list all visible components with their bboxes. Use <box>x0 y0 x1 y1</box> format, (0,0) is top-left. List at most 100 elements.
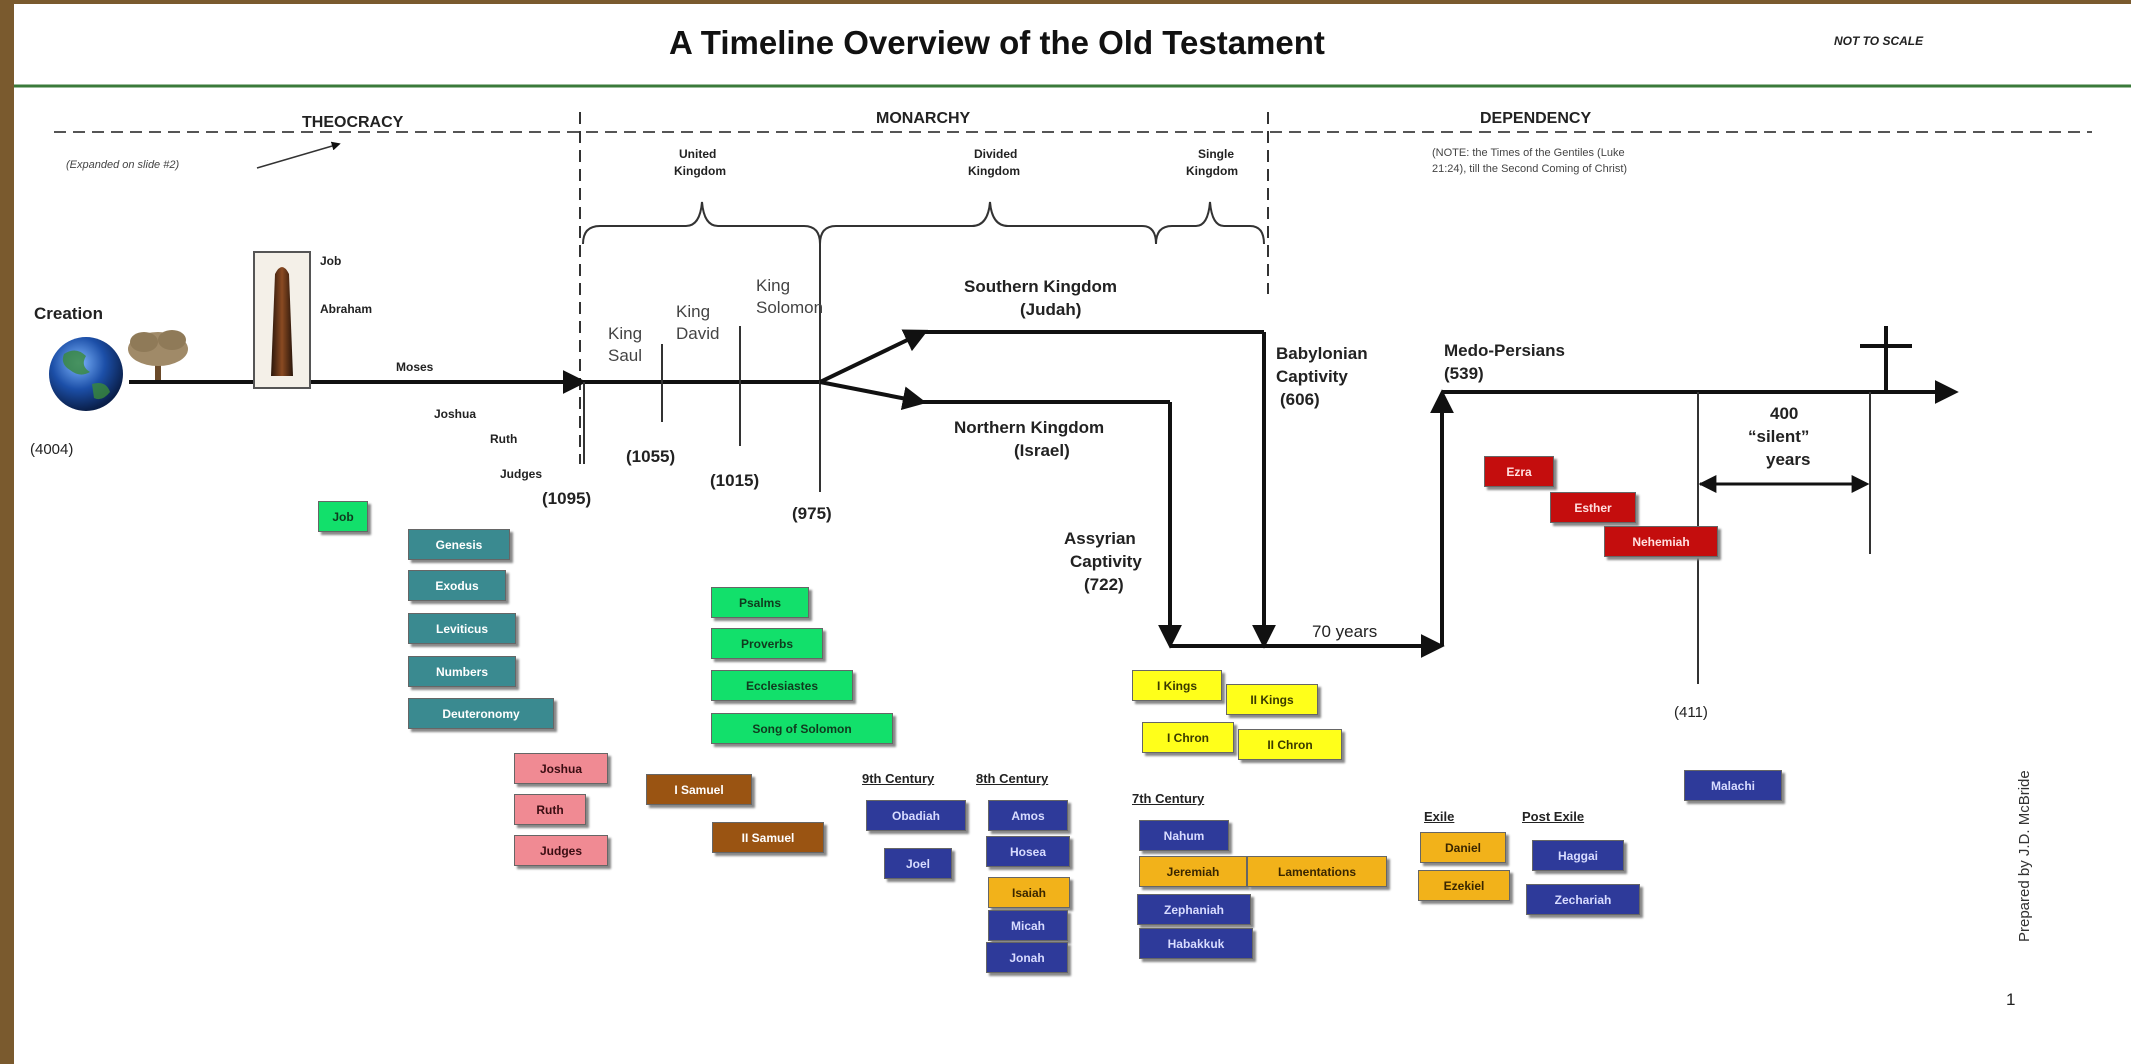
babylonian-captivity-2: Captivity <box>1276 367 1348 386</box>
credit-text: Prepared by J.D. McBride <box>2016 770 2033 942</box>
united-kingdom-label-2: Kingdom <box>674 164 726 178</box>
divided-kingdom-brace <box>819 201 1157 245</box>
book-haggai: Haggai <box>1532 840 1624 871</box>
divided-kingdom-label-2: Kingdom <box>968 164 1020 178</box>
dependency-note-2: 21:24), till the Second Coming of Christ… <box>1432 163 1628 175</box>
earth-icon <box>49 337 123 411</box>
silent-years-1: 400 <box>1770 404 1799 423</box>
book-proverbs: Proverbs <box>711 628 823 659</box>
book-ezekiel: Ezekiel <box>1418 870 1510 901</box>
king-saul-label-1: King <box>608 324 643 343</box>
job-event-label: Job <box>320 254 342 268</box>
book-amos: Amos <box>988 800 1068 831</box>
year-411: (411) <box>1674 704 1708 721</box>
theocracy-note: (Expanded on slide #2) <box>66 159 180 171</box>
book-exodus: Exodus <box>408 570 506 601</box>
exile-header: Exile <box>1424 809 1455 824</box>
dependency-note-1: (NOTE: the Times of the Gentiles (Luke <box>1432 147 1625 159</box>
year-1095: (1095) <box>542 489 592 508</box>
book-1-kings: I Kings <box>1132 670 1222 701</box>
year-1055: (1055) <box>626 447 676 466</box>
book-jonah: Jonah <box>986 942 1068 973</box>
judges-event-label: Judges <box>500 467 543 481</box>
post-exile-header: Post Exile <box>1522 809 1585 824</box>
century-8-header: 8th Century <box>976 771 1049 786</box>
year-975: (975) <box>792 504 832 523</box>
theocracy-note-pointer <box>256 141 341 169</box>
book-esther: Esther <box>1550 492 1636 523</box>
theocracy-label: THEOCRACY <box>302 114 404 131</box>
book-jeremiah: Jeremiah <box>1139 856 1247 887</box>
book-judges: Judges <box>514 835 608 866</box>
southern-kingdom-sub: (Judah) <box>1020 300 1082 319</box>
tree-icon <box>128 330 188 380</box>
book-nehemiah: Nehemiah <box>1604 526 1718 557</box>
book-malachi: Malachi <box>1684 770 1782 801</box>
medo-persians-year: (539) <box>1444 364 1484 383</box>
book-habakkuk: Habakkuk <box>1139 928 1253 959</box>
book-ecclesiastes: Ecclesiastes <box>711 670 853 701</box>
divided-kingdom-label-1: Divided <box>974 147 1018 161</box>
babylonian-captivity-3: (606) <box>1280 390 1320 409</box>
seventy-years-label: 70 years <box>1312 622 1378 641</box>
babylonian-captivity-1: Babylonian <box>1276 344 1368 363</box>
single-kingdom-brace <box>1155 201 1265 245</box>
book-job: Job <box>318 501 368 532</box>
united-kingdom-label-1: United <box>679 147 717 161</box>
book-psalms: Psalms <box>711 587 809 618</box>
northern-kingdom-label: Northern Kingdom <box>954 418 1105 437</box>
book-ezra: Ezra <box>1484 456 1554 487</box>
dependency-label: DEPENDENCY <box>1480 110 1592 127</box>
southern-kingdom-label: Southern Kingdom <box>964 277 1117 296</box>
book-1-chronicles: I Chron <box>1142 722 1234 753</box>
northern-kingdom-sub: (Israel) <box>1014 441 1070 460</box>
book-genesis: Genesis <box>408 529 510 560</box>
book-1-samuel: I Samuel <box>646 774 752 805</box>
cross-icon <box>1860 326 1912 394</box>
century-7-header: 7th Century <box>1132 791 1205 806</box>
single-kingdom-label-2: Kingdom <box>1186 164 1238 178</box>
book-2-kings: II Kings <box>1226 684 1318 715</box>
scale-note: NOT TO SCALE <box>1834 34 1924 48</box>
book-hosea: Hosea <box>986 836 1070 867</box>
king-david-label-1: King <box>676 302 711 321</box>
book-obadiah: Obadiah <box>866 800 966 831</box>
assyrian-captivity-3: (722) <box>1084 575 1124 594</box>
book-2-samuel: II Samuel <box>712 822 824 853</box>
moses-event-label: Moses <box>396 360 434 374</box>
book-ruth: Ruth <box>514 794 586 825</box>
book-leviticus: Leviticus <box>408 613 516 644</box>
abraham-event-label: Abraham <box>320 302 373 316</box>
book-zechariah: Zechariah <box>1526 884 1640 915</box>
tower-icon <box>253 251 311 389</box>
medo-persians-label: Medo-Persians <box>1444 341 1565 360</box>
creation-label: Creation <box>34 304 103 323</box>
book-song-of-solomon: Song of Solomon <box>711 713 893 744</box>
monarchy-label: MONARCHY <box>876 110 971 127</box>
king-solomon-label-1: King <box>756 276 791 295</box>
silent-years-3: years <box>1766 450 1811 469</box>
year-1015: (1015) <box>710 471 760 490</box>
century-9-header: 9th Century <box>862 771 935 786</box>
book-2-chronicles: II Chron <box>1238 729 1342 760</box>
king-david-label-2: David <box>676 324 720 343</box>
book-lamentations: Lamentations <box>1247 856 1387 887</box>
creation-year: (4004) <box>30 441 74 458</box>
assyrian-captivity-2: Captivity <box>1070 552 1142 571</box>
single-kingdom-label-1: Single <box>1198 147 1235 161</box>
book-joshua: Joshua <box>514 753 608 784</box>
joshua-event-label: Joshua <box>434 407 477 421</box>
king-saul-label-2: Saul <box>608 346 643 365</box>
northern-branch <box>819 380 927 411</box>
page-number: 1 <box>2006 990 2016 1009</box>
king-solomon-label-2: Solomon <box>756 298 824 317</box>
timeline-diagram <box>14 84 2131 684</box>
book-micah: Micah <box>988 910 1068 941</box>
book-deuteronomy: Deuteronomy <box>408 698 554 729</box>
assyrian-captivity-1: Assyrian <box>1064 529 1136 548</box>
book-joel: Joel <box>884 848 952 879</box>
page-title: A Timeline Overview of the Old Testament <box>669 24 1325 61</box>
book-numbers: Numbers <box>408 656 516 687</box>
book-zephaniah: Zephaniah <box>1137 894 1251 925</box>
united-kingdom-brace <box>582 201 821 245</box>
